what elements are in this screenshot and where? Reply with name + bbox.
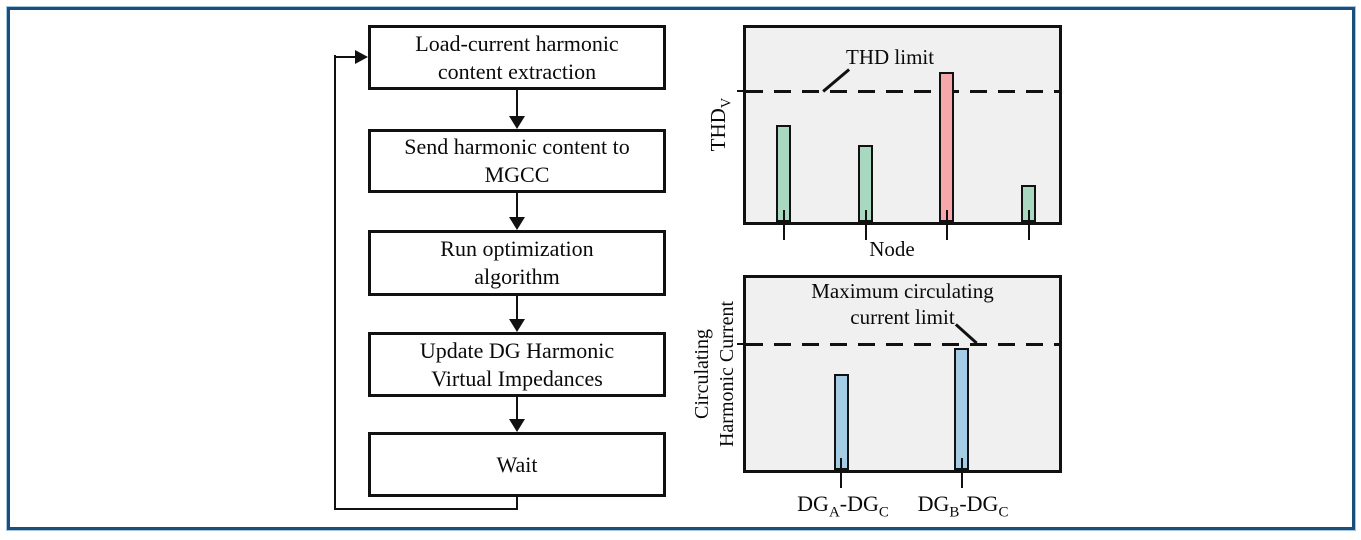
flow-arrowhead-down-icon <box>509 419 525 432</box>
x-axis-tick <box>782 210 786 240</box>
feedback-loop-line <box>333 55 356 59</box>
flow-connector-line <box>515 193 519 218</box>
x-category-dgb-dgc: DGB-DGC <box>917 491 1009 521</box>
feedback-loop-line <box>515 497 519 510</box>
flow-connector-line <box>515 397 519 420</box>
flow-step-update-impedances: Update DG Harmonic Virtual Impedances <box>368 332 666 397</box>
circulating-chart-plot-area <box>737 275 1062 488</box>
flow-connector-line <box>515 296 519 320</box>
flow-arrowhead-down-icon <box>509 217 525 230</box>
x-axis-tick <box>960 458 964 488</box>
circulating-limit-annotation: Maximum circulating current limit <box>811 279 994 329</box>
x-axis-tick <box>864 210 868 240</box>
flow-step-label: Send harmonic content to MGCC <box>404 134 630 187</box>
circulating-chart-y-axis-label: Circulating Harmonic Current <box>691 300 739 448</box>
flow-step-label: Wait <box>496 451 538 477</box>
flow-step-label: Update DG Harmonic Virtual Impedances <box>419 337 615 391</box>
limit-dashed-line <box>746 342 1059 346</box>
limit-axis-tick <box>737 89 746 93</box>
x-axis-tick <box>945 210 949 240</box>
flow-arrowhead-down-icon <box>509 116 525 129</box>
flow-step-run-optimization: Run optimization algorithm <box>368 230 666 296</box>
flow-step-wait: Wait <box>368 432 666 497</box>
flow-step-load-current-extraction: Load-current harmonic content extraction <box>368 25 666 90</box>
flow-step-label: Run optimization algorithm <box>440 236 594 289</box>
feedback-loop-line <box>333 507 519 510</box>
feedback-loop-line <box>333 55 337 510</box>
bar-node-1 <box>776 125 792 222</box>
thd-limit-annotation: THD limit <box>846 45 935 69</box>
bar-DGA-DGC <box>833 374 849 470</box>
thd-chart-plot-area <box>737 25 1062 240</box>
flow-connector-line <box>515 90 519 117</box>
bar-node-3 <box>939 72 955 222</box>
flow-step-send-harmonic-content: Send harmonic content to MGCC <box>368 129 666 193</box>
feedback-arrowhead-right-icon <box>355 49 368 64</box>
flow-step-label: Load-current harmonic content extraction <box>415 30 619 84</box>
thd-chart-x-axis-label: Node <box>869 237 915 261</box>
x-axis-tick <box>839 458 843 488</box>
flow-arrowhead-down-icon <box>509 319 525 332</box>
limit-dashed-line <box>746 89 1059 93</box>
figure-frame <box>6 6 1356 531</box>
thd-chart-y-axis-label: THDV <box>706 98 735 152</box>
x-category-dga-dgc: DGA-DGC <box>797 491 889 521</box>
limit-axis-tick <box>737 342 746 346</box>
bar-DGB-DGC <box>954 348 970 470</box>
x-axis-tick <box>1027 210 1031 240</box>
